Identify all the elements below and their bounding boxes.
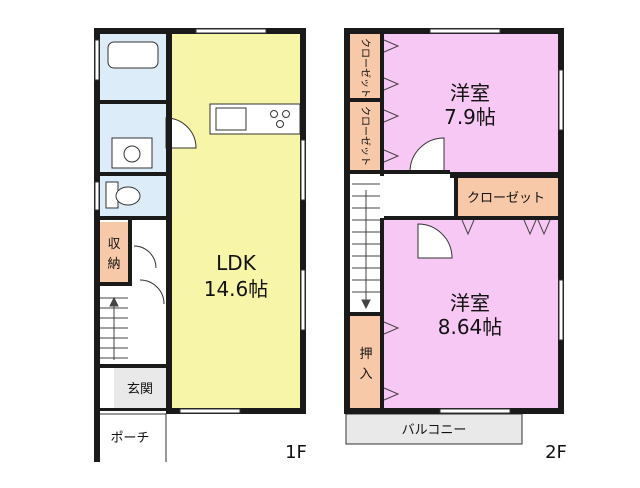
porch-label: ポーチ — [110, 431, 149, 446]
stove-burner — [270, 110, 278, 118]
bedroom-bottom — [384, 220, 558, 408]
oshiire — [350, 316, 380, 408]
storage-label-1: 収 — [107, 237, 120, 252]
storage-1f — [100, 222, 128, 282]
door-swing — [417, 223, 453, 259]
bedroom-top — [384, 34, 558, 172]
ldk-area — [170, 34, 302, 408]
floor-1: LDK 14.6帖 収 納 玄関 ポーチ 1F — [94, 28, 307, 463]
porch-outline — [100, 413, 167, 462]
closet-mid — [350, 102, 380, 170]
door-swing — [409, 137, 445, 173]
door-swing — [139, 279, 165, 305]
windows-2f — [429, 28, 564, 414]
washbasin — [111, 137, 153, 169]
floor-1-label: 1F — [285, 442, 307, 463]
storage-label-2: 納 — [107, 257, 120, 272]
balcony-area — [345, 413, 523, 445]
closet-mid-label: クローゼット — [359, 106, 371, 166]
room-bottom-size: 8.64帖 — [438, 315, 503, 339]
floor-2: 洋室 7.9帖 洋室 8.64帖 クローゼット クローゼット クローゼット 押 … — [344, 28, 567, 463]
stove-burner — [282, 110, 290, 118]
entrance-label: 玄関 — [127, 382, 153, 397]
room-top-name: 洋室 — [450, 81, 490, 105]
ldk-size: 14.6帖 — [204, 277, 269, 301]
toilet — [115, 186, 141, 206]
bathtub — [107, 41, 159, 69]
stairs-1f — [100, 296, 128, 360]
oshiire-label-1: 押 — [359, 347, 372, 362]
door-swing — [133, 245, 157, 269]
floor-2-label: 2F — [545, 442, 567, 463]
closet-top-label: クローゼット — [359, 38, 371, 98]
door-swing — [165, 117, 197, 149]
ldk-name: LDK — [216, 251, 257, 275]
closet-right-label: クローゼット — [467, 191, 545, 206]
room-bottom-name: 洋室 — [450, 291, 490, 315]
balcony-label: バルコニー — [402, 423, 467, 438]
room-top-size: 7.9帖 — [444, 105, 496, 129]
oshiire-label-2: 入 — [359, 367, 372, 382]
kitchen-sink — [215, 107, 247, 131]
entrance-area — [114, 368, 166, 408]
closet-doors — [383, 39, 551, 401]
closet-right — [458, 178, 558, 216]
stove-burner — [276, 120, 284, 128]
windows-1f — [94, 28, 306, 414]
closet-top — [350, 34, 380, 98]
stairs-2f — [352, 183, 380, 310]
